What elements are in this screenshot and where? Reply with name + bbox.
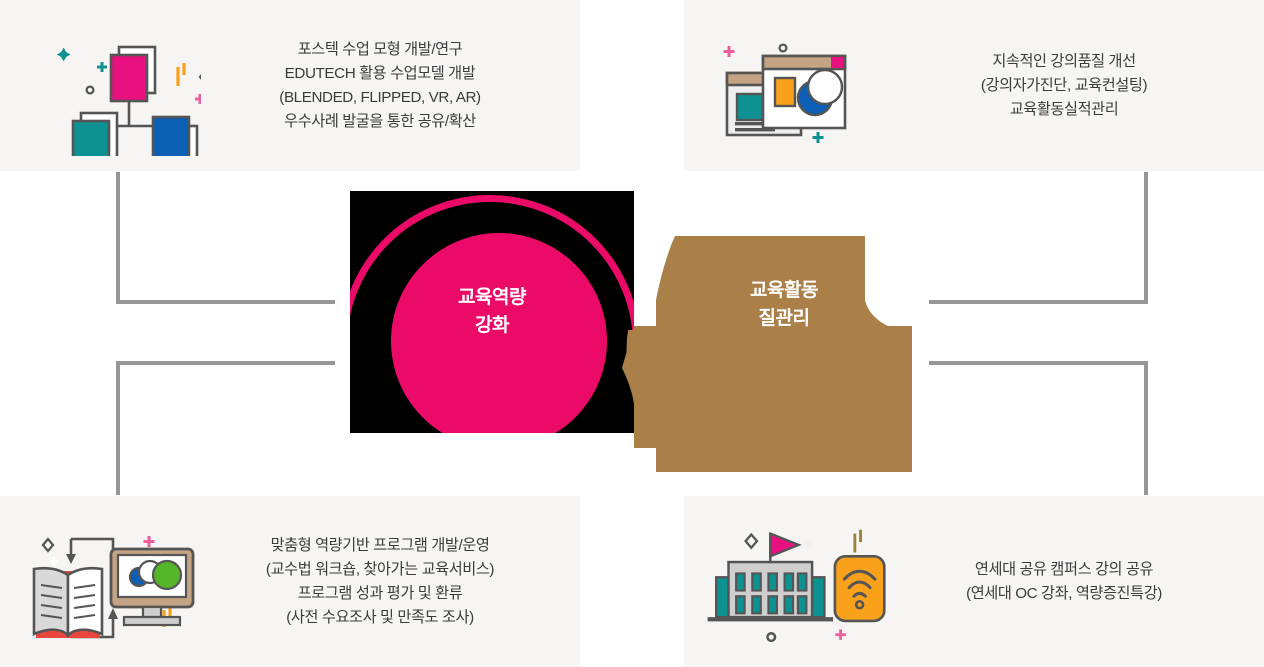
connector-top-right-vertical	[1144, 172, 1148, 304]
tr-line-3: 교육활동실적관리	[1009, 100, 1119, 118]
tr-line-2: (강의자가진단, 교육컨설팅)	[980, 76, 1148, 94]
education-capability-node[interactable]	[350, 191, 634, 433]
quadrant-top-right[interactable]: 지속적인 강의품질 개선 (강의자가진단, 교육컨설팅) 교육활동실적관리	[684, 0, 1264, 171]
education-quality-node[interactable]	[620, 200, 940, 490]
browser-analytics-icon	[700, 11, 890, 161]
tl-line-1: 포스텍 수업 모형 개발/연구	[297, 40, 463, 58]
connector-top-right-horizontal	[929, 300, 1148, 304]
quadrant-top-right-text: 지속적인 강의품질 개선 (강의자가진단, 교육컨설팅) 교육활동실적관리	[890, 50, 1264, 122]
tl-line-4: 우수사례 발굴을 통한 공유/확산	[284, 112, 476, 130]
brown-blob-lower	[656, 400, 912, 472]
campus-wifi-icon	[700, 507, 890, 657]
tr-line-1: 지속적인 강의품질 개선	[992, 52, 1136, 70]
bl-line-3: 프로그램 성과 평가 및 환류	[297, 584, 463, 602]
bl-line-2: (교수법 워크숍, 찾아가는 교육서비스)	[265, 560, 495, 578]
br-line-1: 연세대 공유 캠퍼스 강의 공유	[974, 560, 1154, 578]
brown-blob-tail	[626, 330, 660, 400]
quadrant-bottom-right[interactable]: 연세대 공유 캠퍼스 강의 공유 (연세대 OC 강좌, 역량증진특강)	[684, 496, 1264, 667]
connector-bottom-right-vertical	[1144, 361, 1148, 495]
connector-bottom-left-horizontal	[116, 361, 335, 365]
quadrant-bottom-left-text: 맞춤형 역량기반 프로그램 개발/운영 (교수법 워크숍, 찾아가는 교육서비스…	[206, 534, 580, 630]
quadrant-top-left-text: 포스텍 수업 모형 개발/연구 EDUTECH 활용 수업모델 개발 (BLEN…	[206, 38, 580, 134]
pink-circle-fill	[391, 233, 607, 433]
documents-network-icon	[16, 11, 206, 161]
book-monitor-cycle-icon	[16, 507, 206, 657]
connector-bottom-right-horizontal	[929, 361, 1148, 365]
connector-top-left-horizontal	[116, 300, 335, 304]
bl-line-1: 맞춤형 역량기반 프로그램 개발/운영	[270, 536, 490, 554]
quadrant-bottom-right-text: 연세대 공유 캠퍼스 강의 공유 (연세대 OC 강좌, 역량증진특강)	[890, 558, 1264, 606]
bl-line-4: (사전 수요조사 및 만족도 조사)	[286, 608, 474, 626]
br-line-2: (연세대 OC 강좌, 역량증진특강)	[966, 584, 1162, 602]
quadrant-top-left[interactable]: 포스텍 수업 모형 개발/연구 EDUTECH 활용 수업모델 개발 (BLEN…	[0, 0, 580, 171]
connector-bottom-left-vertical	[116, 361, 120, 495]
quadrant-bottom-left[interactable]: 맞춤형 역량기반 프로그램 개발/운영 (교수법 워크숍, 찾아가는 교육서비스…	[0, 496, 580, 667]
tl-line-2: EDUTECH 활용 수업모델 개발	[284, 64, 476, 82]
connector-top-left-vertical	[116, 172, 120, 304]
tl-line-3: (BLENDED, FLIPPED, VR, AR)	[279, 88, 481, 106]
